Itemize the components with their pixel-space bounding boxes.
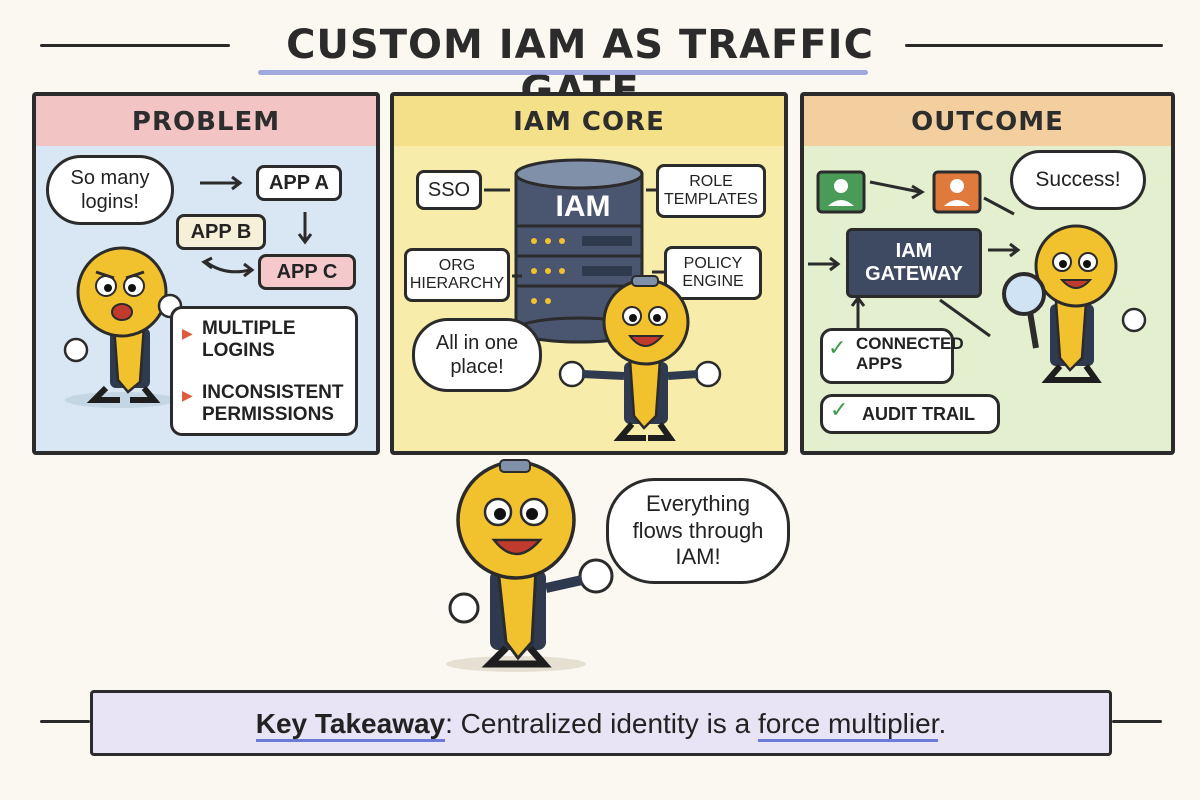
title-underline (258, 70, 868, 75)
connected-apps-box (820, 328, 954, 384)
thumbs-up-key-character (446, 459, 614, 672)
key-takeaway-banner: Key Takeaway: Centralized identity is a … (90, 690, 1112, 756)
title-rule-left (40, 44, 230, 47)
problem-bubble-text: So many logins! (70, 167, 150, 213)
check-icon: ✓ (830, 398, 849, 423)
audit-trail-box (820, 394, 1000, 434)
problem-item-inconsistent-permissions: INCONSISTENT PERMISSIONS (202, 382, 344, 425)
takeaway-emphasis: force multiplier (757, 708, 939, 742)
core-bubble-text: All in one place! (435, 332, 519, 378)
outcome-heading: OUTCOME (804, 96, 1171, 146)
feature-org-hierarchy: ORG HIERARCHY (404, 248, 510, 302)
feature-sso: SSO (416, 170, 482, 210)
app-c-chip: APP C (258, 254, 356, 290)
iam-gateway-label: IAM GATEWAY (865, 240, 963, 285)
magnifier-key-character (1002, 224, 1147, 383)
app-b-chip: APP B (176, 214, 266, 250)
happy-key-character (558, 275, 722, 441)
problem-heading: PROBLEM (36, 96, 376, 146)
center-bubble-text: Everything flows through IAM! (632, 491, 764, 570)
center-speech-bubble: Everything flows through IAM! (606, 478, 790, 584)
core-speech-bubble: All in one place! (412, 318, 542, 392)
problem-items-box (170, 306, 358, 436)
iam-gateway-box (846, 228, 982, 298)
feature-role-templates: ROLE TEMPLATES (656, 164, 766, 218)
worried-key-character (63, 246, 183, 408)
triangle-icon: ▶ (182, 388, 193, 404)
feature-policy-engine: POLICY ENGINE (664, 246, 762, 300)
check-icon: ✓ (828, 336, 847, 361)
takeaway-text-before: Centralized identity is a (452, 708, 758, 739)
takeaway-rule-left (40, 720, 90, 723)
problem-speech-bubble: So many logins! (46, 155, 174, 225)
iam-core-heading: IAM CORE (394, 96, 784, 146)
triangle-icon: ▶ (182, 326, 193, 342)
problem-item-multiple-logins: MULTIPLE LOGINS (202, 318, 296, 361)
takeaway-rule-right (1112, 720, 1162, 723)
app-a-chip: APP A (256, 165, 342, 201)
takeaway-text-after: . (938, 708, 947, 739)
iam-server-label: IAM (555, 190, 611, 223)
outcome-item-connected-apps: CONNECTED APPS (856, 334, 964, 373)
outcome-item-audit-trail: AUDIT TRAIL (862, 404, 975, 424)
outcome-bubble-text: Success! (1035, 168, 1121, 192)
takeaway-separator: : (445, 708, 453, 739)
outcome-speech-bubble: Success! (1010, 150, 1146, 210)
takeaway-label: Key Takeaway (255, 708, 446, 742)
title-rule-right (905, 44, 1163, 47)
